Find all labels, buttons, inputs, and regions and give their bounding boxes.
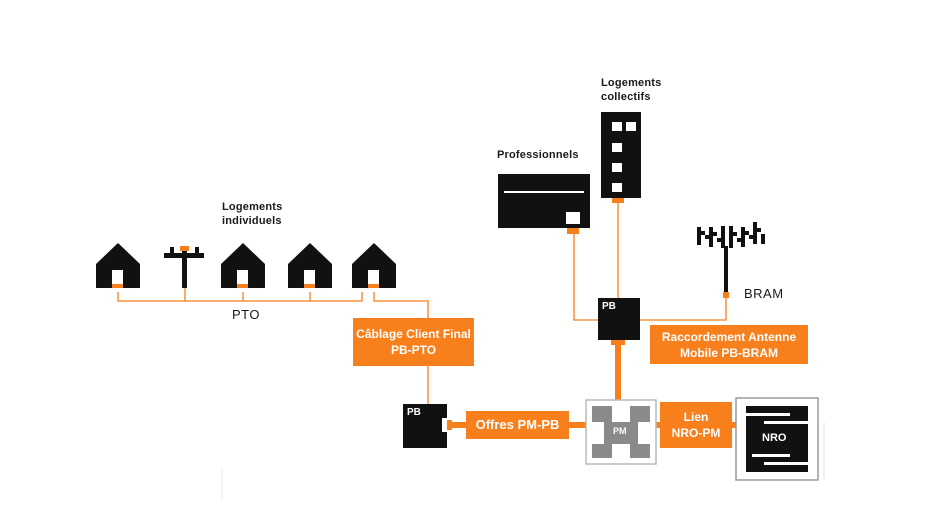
pb-top-label: PB [602, 301, 616, 312]
box-cablage-line1: Câblage Client Final [356, 327, 471, 341]
house-icon [221, 243, 265, 288]
box-lien-line2: NRO-PM [671, 426, 721, 440]
label-professionnels: Professionnels [497, 149, 579, 161]
shop-icon [498, 174, 590, 234]
box-lien-nro-pm: Lien NRO-PM [660, 402, 732, 448]
box-offres-pm-pb: Offres PM-PB [466, 411, 569, 439]
pm-label: PM [613, 426, 627, 436]
drop-cables [117, 203, 727, 404]
pb-bottom-label: PB [407, 407, 421, 418]
label-logements-collectifs: Logements collectifs [601, 76, 661, 104]
label-logements-individuels-line1: Logements [222, 201, 283, 213]
box-raccordement-line2: Mobile PB-BRAM [680, 345, 778, 360]
pb-top-node [598, 298, 640, 345]
label-bram: BRAM [744, 286, 784, 301]
box-raccordement-line1: Raccordement Antenne [661, 329, 797, 344]
house-icon [288, 243, 332, 288]
box-cablage-client-final: Câblage Client Final PB-PTO [353, 318, 474, 366]
label-logements-individuels-line2: individuels [222, 215, 282, 227]
label-logements-individuels: Logements individuels [222, 200, 282, 228]
box-lien-line1: Lien [683, 410, 709, 424]
label-logements-collectifs-line2: collectifs [601, 91, 651, 103]
pb-bottom-node [403, 404, 452, 448]
pm-node [585, 399, 657, 465]
house-icon [96, 243, 140, 288]
nro-node [735, 397, 819, 481]
label-logements-collectifs-line1: Logements [601, 77, 662, 89]
office-building-icon [601, 112, 641, 203]
house-icon [352, 243, 396, 288]
antenna-icon [697, 222, 765, 298]
box-raccordement-antenne: Raccordement Antenne Mobile PB-BRAM [650, 325, 808, 364]
nro-label: NRO [762, 432, 787, 444]
box-cablage-line2: PB-PTO [390, 343, 437, 357]
telephone-pole-icon [164, 246, 204, 288]
label-pto: PTO [232, 307, 260, 322]
